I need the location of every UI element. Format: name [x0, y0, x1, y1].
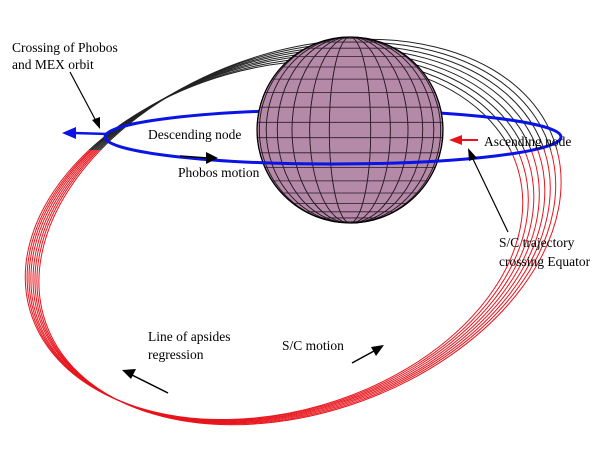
sc-crossing-label-line2: crossing Equator [499, 254, 591, 269]
spacecraft-orbit-north-arc [28, 54, 535, 150]
apsides-arrow-shaft [131, 374, 169, 394]
spacecraft-orbit-south-arc [32, 150, 546, 423]
phobos-orbit-arrow-shaft [73, 131, 109, 136]
descending-node-label: Descending node [148, 127, 241, 142]
mars-planet [256, 36, 444, 224]
mars-grid-lines [257, 37, 443, 223]
apsides-arrowhead [122, 369, 136, 379]
crossing-pointer-arrowhead [92, 117, 100, 129]
phobos-orbit-arrowhead-left [62, 127, 76, 139]
apsides-label-line1: Line of apsides [148, 329, 230, 344]
phobos-motion-arrowhead [206, 152, 218, 164]
spacecraft-orbit-south-arc [26, 150, 529, 421]
spacecraft-orbit-north-arc [32, 47, 546, 150]
spacecraft-orbit-south-arc [30, 150, 540, 423]
apsides-label-line2: regression [148, 347, 204, 362]
mars-meridian-line [265, 37, 435, 223]
spacecraft-orbit-north-arc [30, 51, 540, 150]
phobos-motion-label: Phobos motion [178, 165, 260, 180]
spacecraft-orbit-north-arc [24, 59, 524, 150]
sc-motion-arrowhead [371, 345, 384, 356]
mars-meridian-line [328, 37, 372, 223]
ascending-node-marker [449, 135, 462, 145]
sc-motion-arrow-shaft [351, 350, 375, 364]
mars-meridian-line [258, 37, 442, 223]
sc-crossing-pointer-arrow-shaft [471, 156, 509, 233]
sc-motion-label: S/C motion [282, 338, 344, 353]
sc-crossing-label-line1: S/C trajectory [499, 235, 575, 250]
mars-meridian-line [291, 37, 409, 223]
crossing-pointer-arrow-shaft [69, 71, 97, 122]
sc-crossing-pointer-arrowhead [468, 148, 477, 161]
ascending-node-label: Ascending node [484, 134, 571, 149]
spacecraft-orbit-south-arc [28, 150, 535, 422]
phobos-orbit-front [103, 136, 563, 166]
spacecraft-orbit-north-arc [26, 57, 529, 150]
mars-meridian-line [309, 37, 391, 223]
crossing-label-line2: and MEX orbit [12, 57, 94, 72]
phobos-motion-arrow-shaft [179, 155, 209, 159]
spacecraft-orbit-south-arc [24, 150, 524, 421]
crossing-label-line1: Crossing of Phobos [12, 40, 118, 55]
mars-meridian-line [276, 37, 424, 223]
